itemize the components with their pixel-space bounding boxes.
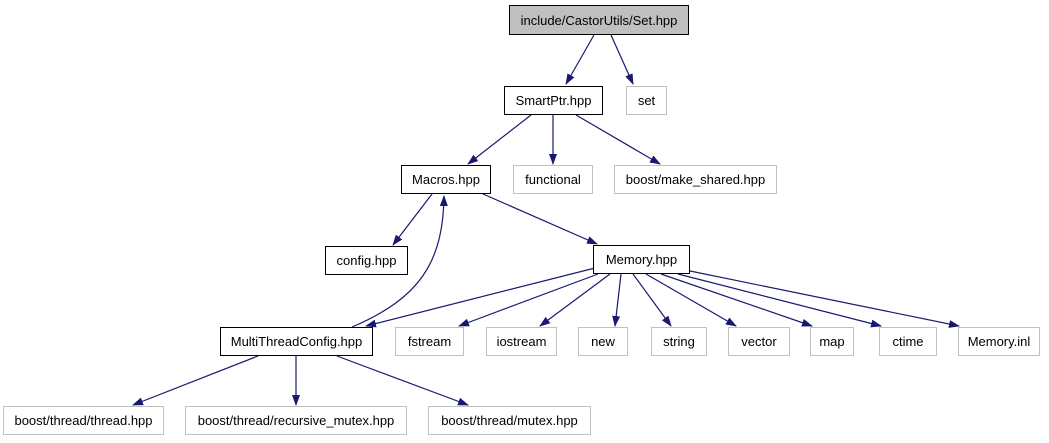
edge-memory-new <box>612 273 622 327</box>
node-multithreadconfig-hpp[interactable]: MultiThreadConfig.hpp <box>220 327 373 356</box>
node-string: string <box>651 327 707 356</box>
node-map: map <box>810 327 854 356</box>
node-boost-thread-mutex-hpp: boost/thread/mutex.hpp <box>428 406 591 435</box>
node-config-hpp[interactable]: config.hpp <box>325 246 408 275</box>
node-boost-thread-thread-hpp: boost/thread/thread.hpp <box>3 406 164 435</box>
edge-root-smartptr <box>565 34 595 85</box>
node-boost-thread-recursive-mutex-hpp: boost/thread/recursive_mutex.hpp <box>185 406 407 435</box>
edge-mtc-mutex <box>336 355 469 406</box>
node-include-castorutils-set-hpp: include/CastorUtils/Set.hpp <box>509 5 689 35</box>
node-ctime: ctime <box>879 327 937 356</box>
edge-memory-fstream <box>458 273 599 327</box>
node-vector: vector <box>728 327 790 356</box>
edge-macros-config <box>392 193 433 246</box>
edge-mtc-thread <box>132 355 259 406</box>
node-boost-make-shared-hpp: boost/make_shared.hpp <box>614 165 777 194</box>
node-new: new <box>578 327 628 356</box>
edge-memory-string <box>632 273 672 327</box>
node-functional: functional <box>513 165 593 194</box>
edge-memory-map <box>660 273 813 327</box>
edge-smartptr-macros <box>467 114 532 165</box>
node-fstream: fstream <box>395 327 464 356</box>
edge-memory-mtc <box>365 267 596 328</box>
edge-memory-memory-inl <box>689 270 960 328</box>
edge-mtc-macros <box>351 195 448 328</box>
node-macros-hpp[interactable]: Macros.hpp <box>401 165 491 194</box>
edge-memory-vector <box>645 273 737 327</box>
edge-smartptr-make-shared <box>575 114 661 165</box>
edge-memory-iostream <box>539 273 611 327</box>
edge-memory-ctime <box>677 273 882 328</box>
node-set: set <box>626 86 667 115</box>
node-smartptr-hpp[interactable]: SmartPtr.hpp <box>504 86 603 115</box>
node-memory-hpp[interactable]: Memory.hpp <box>593 245 690 274</box>
edge-macros-memory <box>482 193 598 245</box>
node-memory-inl: Memory.inl <box>958 327 1040 356</box>
node-iostream: iostream <box>486 327 557 356</box>
edge-root-set <box>610 34 634 85</box>
